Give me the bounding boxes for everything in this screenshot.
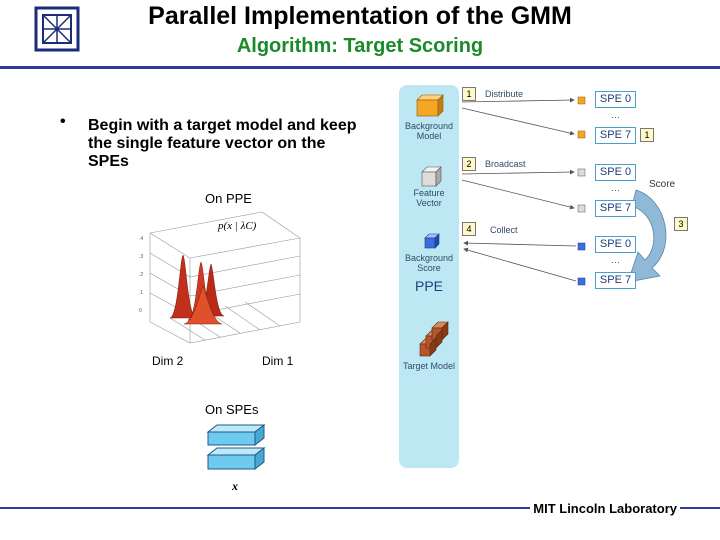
x-label: x — [232, 479, 238, 493]
svg-text:0: 0 — [139, 308, 142, 314]
step-number-2: 2 — [462, 157, 476, 171]
spe-ellipsis: … — [611, 255, 620, 265]
svg-text:.3: .3 — [139, 254, 143, 260]
feature-vector-boxes — [206, 423, 266, 471]
spe-box: SPE 0 — [595, 91, 636, 108]
side-number-1: 1 — [640, 128, 654, 142]
bullet-marker: • — [60, 113, 66, 130]
header-rule — [0, 66, 720, 69]
axis-ticks: .4 .3 .2 .1 0 — [139, 236, 143, 314]
cube-icon — [424, 233, 440, 249]
ppe-label: PPE — [414, 278, 443, 294]
arrow-icon — [461, 97, 577, 282]
step-number-4: 4 — [462, 222, 476, 236]
background-model-label: Background Model — [404, 121, 454, 141]
spe-box: SPE 0 — [595, 236, 636, 253]
page-subtitle: Algorithm: Target Scoring — [236, 35, 484, 57]
target-model-cubes — [419, 321, 449, 357]
spe-box: SPE 0 — [595, 164, 636, 181]
cube-icon — [421, 166, 442, 187]
dim1-label: Dim 1 — [262, 354, 294, 368]
bullet-text: Begin with a target model and keep the s… — [88, 117, 357, 170]
background-score-label: Background Score — [404, 253, 454, 273]
dim2-label: Dim 2 — [152, 354, 184, 368]
on-spes-label: On SPEs — [205, 402, 259, 417]
spe-ellipsis: … — [611, 183, 620, 193]
formula-label: p(x | λC) — [218, 220, 257, 232]
lincoln-lab-logo-icon — [34, 6, 80, 52]
curved-arrow-icon — [627, 189, 667, 283]
svg-text:.2: .2 — [139, 272, 143, 278]
page-title: Parallel Implementation of the GMM — [148, 2, 572, 30]
ppe-pillar — [399, 85, 459, 468]
spe-box: SPE 7 — [595, 127, 636, 144]
gaussian-peaks — [169, 254, 225, 325]
spe-small-cubes — [577, 96, 586, 286]
step-label-broadcast: Broadcast — [485, 159, 526, 169]
spe-ellipsis: … — [611, 110, 620, 120]
spe-box: SPE 7 — [595, 272, 636, 289]
step-number-1: 1 — [462, 87, 476, 101]
spe-box: SPE 7 — [595, 200, 636, 217]
svg-text:.1: .1 — [139, 290, 143, 296]
on-ppe-label: On PPE — [205, 191, 252, 206]
svg-text:.4: .4 — [139, 236, 143, 242]
footer-rule — [0, 507, 720, 509]
score-label: Score — [649, 179, 676, 190]
step-label-distribute: Distribute — [485, 89, 524, 99]
score-number-3: 3 — [674, 217, 688, 231]
target-model-label: Target Model — [402, 361, 456, 371]
cube-icon — [416, 94, 444, 117]
step-label-collect: Collect — [490, 225, 518, 235]
feature-vector-label: Feature Vector — [413, 188, 445, 208]
footer-label: MIT Lincoln Laboratory — [530, 501, 680, 516]
